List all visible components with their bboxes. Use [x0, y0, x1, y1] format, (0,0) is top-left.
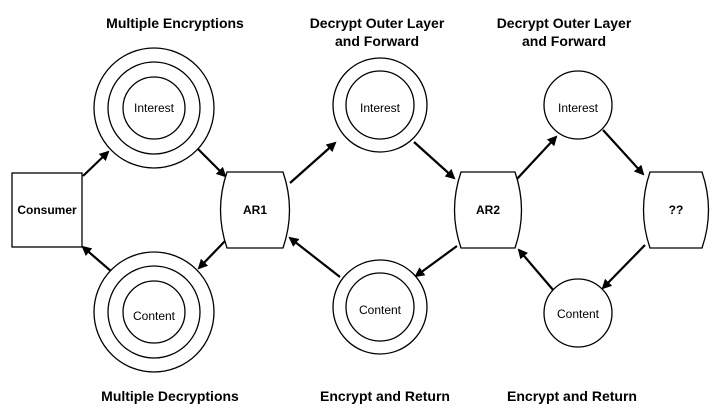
consumer-node	[11, 172, 83, 248]
encryption-layer-inner	[122, 76, 186, 140]
ar2-label: AR2	[476, 203, 500, 217]
arrow-content-1-to-consumer	[81, 245, 113, 273]
heading-decrypt-forward-2-line1: Decrypt Outer Layer	[497, 15, 632, 31]
arrow-content-3-to-ar2	[517, 248, 555, 292]
arrow-ar2-to-content-2	[414, 245, 458, 278]
interest-label-1: Interest	[134, 101, 175, 115]
interest-node-3	[543, 70, 613, 140]
consumer-label: Consumer	[17, 203, 77, 217]
unknown-label: ??	[669, 203, 684, 217]
heading-encrypt-return-2: Encrypt and Return	[507, 388, 637, 404]
content-label-3: Content	[557, 307, 600, 321]
content-node-1	[93, 251, 215, 373]
ar2-node	[453, 171, 523, 249]
ar1-node	[219, 171, 291, 249]
arrow-interest-1-to-ar1	[196, 147, 227, 178]
interest-node-2	[332, 57, 428, 153]
arrow-unknown-to-content-3	[601, 244, 646, 290]
encryption-layer-inner	[345, 70, 415, 140]
heading-multiple-encryptions: Multiple Encryptions	[106, 15, 244, 31]
interest-label-2: Interest	[360, 101, 401, 115]
content-label-1: Content	[133, 309, 176, 323]
arrow-ar2-to-interest-3	[515, 135, 558, 181]
encryption-layer-inner	[345, 272, 415, 342]
heading-decrypt-forward-2-line2: and Forward	[522, 33, 606, 49]
interest-label-3: Interest	[558, 101, 599, 115]
heading-encrypt-return-1: Encrypt and Return	[320, 388, 450, 404]
ar1-label: AR1	[243, 203, 267, 217]
arrow-consumer-to-interest-1	[82, 150, 110, 177]
content-node-2	[332, 259, 428, 355]
arrow-ar1-to-content-1	[197, 240, 226, 270]
encryption-layer-inner	[122, 280, 186, 344]
heading-multiple-decryptions: Multiple Decryptions	[101, 388, 239, 404]
content-label-2: Content	[359, 303, 402, 317]
content-node-3	[543, 278, 613, 348]
arrow-ar1-to-interest-2	[289, 141, 337, 184]
arrow-interest-2-to-ar2	[413, 141, 456, 180]
heading-decrypt-forward-1-line1: Decrypt Outer Layer	[310, 15, 445, 31]
arrow-content-2-to-ar1	[288, 236, 341, 278]
interest-node-1	[93, 47, 215, 169]
unknown-node	[642, 171, 710, 249]
arrow-interest-3-to-unknown	[602, 129, 645, 176]
heading-decrypt-forward-1-line2: and Forward	[335, 33, 419, 49]
